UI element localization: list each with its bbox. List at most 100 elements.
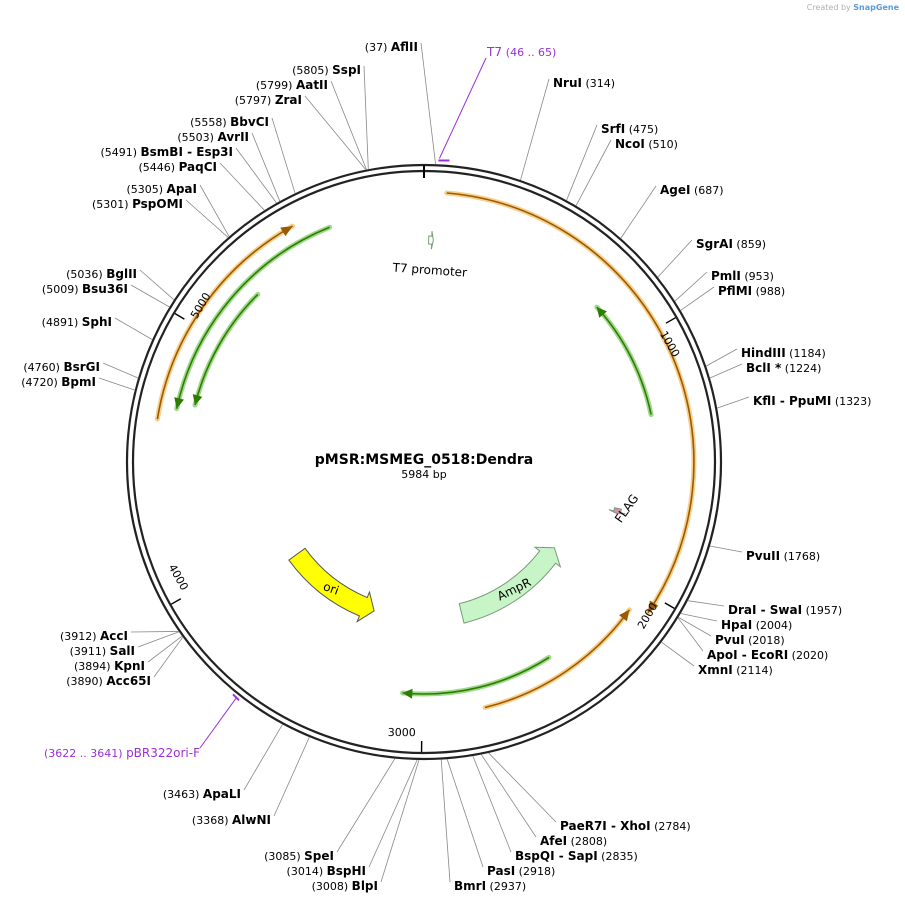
site-aflii[interactable]: (37) AflII [365, 40, 436, 165]
site-apai[interactable]: (5305) ApaI [126, 182, 230, 237]
site-acci[interactable]: (3912) AccI [60, 629, 179, 643]
site-label-apai: (5305) ApaI [126, 182, 197, 196]
site-hindiii[interactable]: HindIII (1184) [705, 346, 826, 367]
site-bpmi[interactable]: (4720) BpmI [21, 375, 135, 391]
site-label-hindiii: HindIII (1184) [741, 346, 826, 360]
site-leader-sali [137, 631, 180, 648]
site-hpai[interactable]: HpaI (2004) [680, 613, 793, 632]
site-agei[interactable]: AgeI (687) [620, 183, 724, 239]
scale-tick-label-2000: 2000 [635, 601, 660, 632]
site-acc65i[interactable]: (3890) Acc65I [66, 636, 184, 688]
site-leader-sspi [363, 65, 369, 170]
site-bsphi[interactable]: (3014) BspHI [287, 759, 418, 878]
site-afei[interactable]: AfeI (2808) [480, 754, 607, 848]
feature-t7-promoter[interactable] [428, 231, 434, 250]
site-label-avrii: (5503) AvrII [177, 130, 249, 144]
site-ncoi[interactable]: NcoI (510) [575, 137, 678, 206]
site-sspi[interactable]: (5805) SspI [292, 63, 369, 170]
site-pflmi[interactable]: PflMI (988) [680, 284, 786, 311]
site-apali[interactable]: (3463) ApaLI [163, 724, 283, 801]
site-bcli[interactable]: BclI * (1224) [709, 361, 821, 379]
site-alwni[interactable]: (3368) AlwNI [192, 736, 310, 827]
site-label-bbvci: (5558) BbvCI [190, 115, 269, 129]
site-bspqi[interactable]: BspQI - SapI (2835) [472, 755, 638, 863]
site-sphi[interactable]: (4891) SphI [42, 315, 153, 340]
site-leader-bsmbi [235, 147, 277, 204]
site-label-pvui: PvuI (2018) [715, 633, 785, 647]
site-sgrai[interactable]: SgrAI (859) [657, 237, 766, 278]
site-paer7i[interactable]: PaeR7I - XhoI (2784) [488, 752, 691, 833]
orf-inner-green [596, 306, 652, 415]
orf-outer-right-halo [444, 190, 697, 616]
site-pspomi[interactable]: (5301) PspOMI [92, 197, 229, 238]
site-leader-sgrai [657, 239, 693, 278]
primer-t7-leader [438, 57, 487, 159]
orf-left-green-inner-arrowhead [192, 394, 203, 406]
site-aatii[interactable]: (5799) AatII [256, 78, 367, 170]
site-blpi[interactable]: (3008) BlpI [312, 759, 420, 893]
site-bglii[interactable]: (5036) BglII [66, 267, 175, 301]
site-leader-aatii [330, 80, 367, 170]
site-pasi[interactable]: PasI (2918) [446, 758, 555, 878]
scale-tick-label-1000: 1000 [657, 329, 682, 360]
site-label-afei: AfeI (2808) [540, 834, 607, 848]
plasmid-name: pMSR:MSMEG_0518:Dendra [315, 452, 533, 468]
site-label-bspqi: BspQI - SapI (2835) [515, 849, 638, 863]
orf-left-green [175, 226, 330, 409]
site-label-apoi: ApoI - EcoRI (2020) [707, 648, 828, 662]
site-label-acc65i: (3890) Acc65I [66, 674, 151, 688]
site-leader-bsrgi [102, 362, 139, 379]
site-leader-srfi [566, 124, 598, 201]
site-leader-acci [130, 631, 179, 633]
site-pvuii[interactable]: PvuII (1768) [709, 545, 820, 563]
site-leader-apoi [677, 617, 704, 652]
site-apoi[interactable]: ApoI - EcoRI (2020) [677, 617, 828, 662]
site-leader-pmli [674, 271, 708, 302]
feature-ampr[interactable] [458, 546, 562, 624]
orf-inner-right-halo [482, 607, 632, 710]
site-label-bsphi: (3014) BspHI [287, 864, 366, 878]
site-bbvci[interactable]: (5558) BbvCI [190, 115, 296, 194]
site-pvui[interactable]: PvuI (2018) [678, 616, 785, 647]
site-pmli[interactable]: PmlI (953) [674, 269, 774, 302]
site-leader-bsphi [368, 759, 418, 868]
site-paqci[interactable]: (5446) PaqCI [138, 160, 265, 211]
site-nrui[interactable]: NruI (314) [520, 76, 615, 181]
site-leader-pvuii [709, 545, 743, 553]
site-bmri[interactable]: BmrI (2937) [440, 759, 526, 893]
site-kpni[interactable]: (3894) KpnI [74, 635, 183, 673]
feature-ori[interactable] [288, 547, 375, 623]
site-leader-afei [480, 754, 537, 838]
site-leader-paqci [219, 162, 265, 211]
site-leader-apali [243, 724, 283, 791]
primer-t7-label: T7 (46 .. 65) [486, 45, 556, 59]
site-avrii[interactable]: (5503) AvrII [177, 130, 281, 202]
scale-tick-label-4000: 4000 [166, 562, 191, 593]
site-label-bsmbi: (5491) BsmBI - Esp3I [100, 145, 233, 159]
orf-inner-right [484, 609, 631, 709]
site-drai[interactable]: DraI - SwaI (1957) [687, 600, 842, 617]
site-zrai[interactable]: (5797) ZraI [235, 93, 367, 170]
site-xmni[interactable]: XmnI (2114) [661, 641, 773, 677]
site-label-ncoi: NcoI (510) [615, 137, 678, 151]
orf-inner-green-halo [594, 304, 654, 418]
site-spei[interactable]: (3085) SpeI [264, 758, 396, 863]
site-sali[interactable]: (3911) SalI [70, 631, 180, 658]
primer-pbr322ori-f-arrow [232, 693, 240, 702]
site-srfi[interactable]: SrfI (475) [566, 122, 659, 201]
site-leader-alwni [273, 736, 310, 817]
site-bsrgi[interactable]: (4760) BsrGI [23, 360, 139, 379]
site-bsu36i[interactable]: (5009) Bsu36I [42, 282, 170, 308]
site-label-aatii: (5799) AatII [256, 78, 328, 92]
feature-flag[interactable] [608, 507, 626, 515]
orf-bottom-green-arrowhead [402, 688, 413, 699]
site-kfli[interactable]: KflI - PpuMI (1323) [716, 394, 871, 409]
site-leader-ncoi [575, 139, 612, 206]
feature-label-t7-promoter: T7 promoter [391, 260, 467, 279]
site-label-pvuii: PvuII (1768) [746, 549, 820, 563]
plasmid-length: 5984 bp [401, 468, 446, 481]
site-bsmbi[interactable]: (5491) BsmBI - Esp3I [100, 145, 277, 204]
primer-pbr322ori-f: (3622 .. 3641) pBR322ori-F [44, 693, 240, 760]
